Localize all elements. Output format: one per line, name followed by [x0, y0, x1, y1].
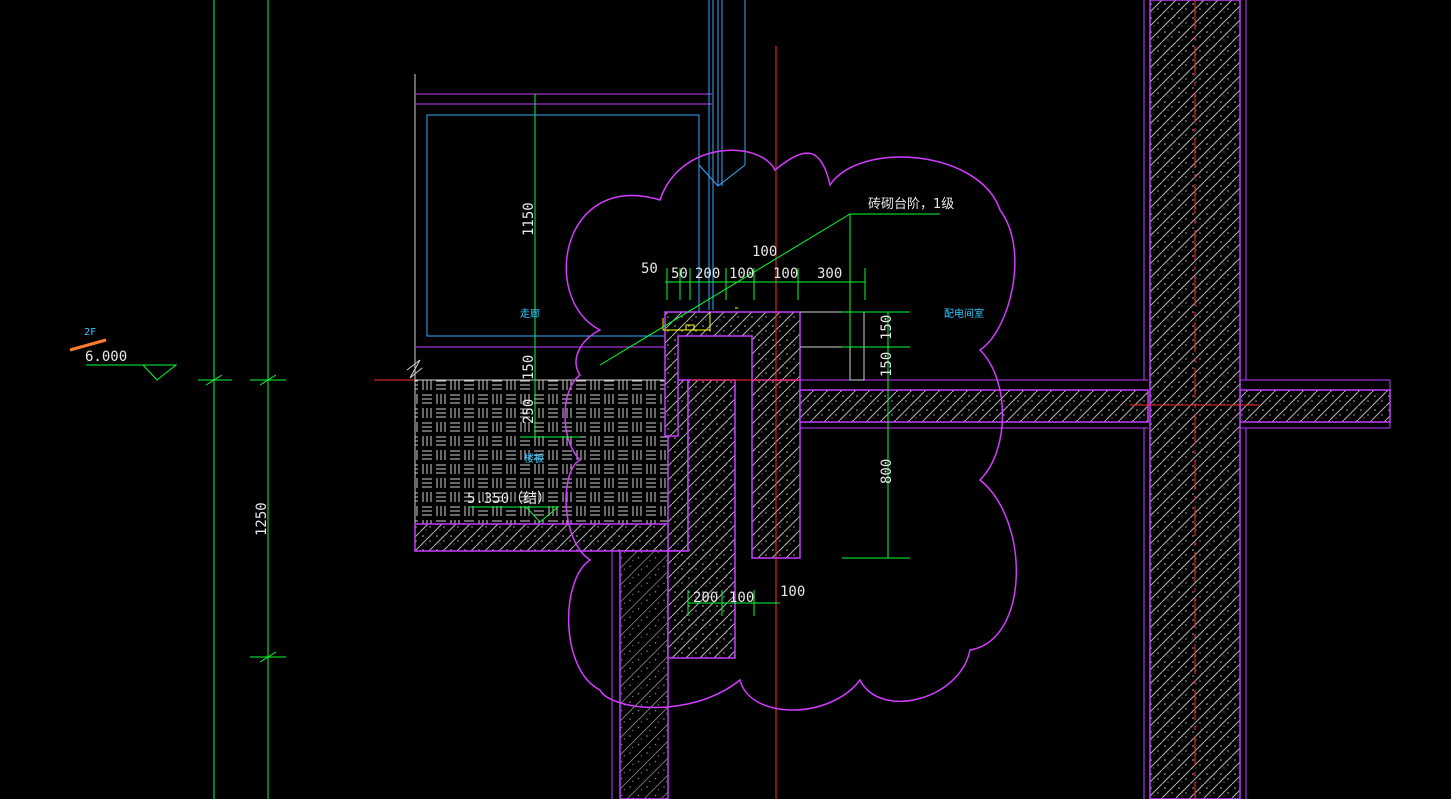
left-dimension-lines — [198, 0, 286, 799]
floor-tag-underline — [69, 338, 107, 352]
room-label-corridor: 走廊 — [520, 307, 540, 320]
parquet-floor-slab — [414, 379, 691, 525]
dim-top-chain-3: 100 — [729, 266, 754, 282]
room-label-substation: 配电间室 — [944, 307, 984, 320]
detail-dimensions — [470, 94, 940, 616]
dim-top-chain-0: 50 — [641, 261, 658, 277]
dim-top-100: 100 — [752, 244, 777, 260]
dim-bottom-chain-2: 100 — [780, 584, 805, 600]
dim-slab-250: 250 — [521, 399, 537, 424]
dim-right-150-b: 150 — [879, 352, 895, 377]
slab-label: 楼板 — [524, 452, 544, 465]
level-triangle-icon — [86, 364, 178, 381]
wall-outlines — [611, 0, 1391, 799]
dim-top-chain-5: 300 — [817, 266, 842, 282]
level-elevation: 6.000 — [85, 349, 127, 365]
dim-left-total: 1250 — [254, 502, 270, 536]
dim-sill-150: 150 — [521, 355, 537, 380]
revision-cloud — [564, 149, 1017, 711]
brick-step — [662, 307, 738, 331]
dim-top-chain-1: 50 — [671, 266, 688, 282]
dim-right-150-a: 150 — [879, 315, 895, 340]
dim-top-chain-4: 100 — [773, 266, 798, 282]
slab-elevation: 5.350（结） — [467, 491, 551, 507]
floor-tag: 2F — [84, 327, 96, 338]
level-marker: 2F 6.000 — [69, 327, 178, 381]
annotation-note: 砖砌台阶，1级 — [868, 197, 954, 212]
dim-top-chain-2: 200 — [695, 266, 720, 282]
window-frame — [406, 0, 746, 380]
dim-right-800: 800 — [879, 459, 895, 484]
red-axis-lines — [690, 0, 1260, 799]
dim-bottom-chain-0: 200 — [693, 590, 718, 606]
step-outline — [800, 311, 865, 381]
dim-window-height: 1150 — [521, 202, 537, 236]
dim-bottom-chain-1: 100 — [729, 590, 754, 606]
